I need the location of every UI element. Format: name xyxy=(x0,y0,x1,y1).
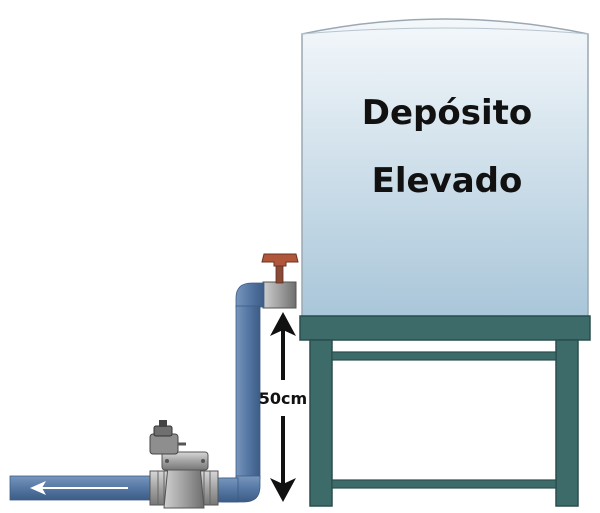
stand-top-beam xyxy=(299,315,591,341)
dimension-label: 50cm xyxy=(259,389,307,408)
height-dimension: 50cm xyxy=(259,312,307,502)
arrow-up-icon xyxy=(270,312,296,336)
outlet-faucet xyxy=(261,253,299,309)
flow-arrow xyxy=(30,481,128,495)
pipe-top-elbow-round xyxy=(235,282,265,309)
pipe-vertical xyxy=(235,305,261,479)
arrow-down-icon xyxy=(270,478,296,502)
stand-cross-bar-lower xyxy=(331,479,557,489)
outlet-pipe xyxy=(9,282,265,503)
solenoid-top-icon xyxy=(159,420,167,427)
tank-lid-line xyxy=(301,27,589,35)
tank-stand xyxy=(299,315,591,507)
valve-bonnet xyxy=(161,451,209,471)
solenoid-valve xyxy=(149,420,219,509)
tank: Depósito Elevado xyxy=(301,18,589,317)
solenoid-cap xyxy=(153,425,173,437)
faucet-body xyxy=(262,281,297,309)
stand-left-leg xyxy=(309,339,333,507)
faucet-handle-icon xyxy=(261,253,299,267)
solenoid-coil xyxy=(149,433,179,455)
tank-label-line2: Elevado xyxy=(372,161,523,201)
stand-right-leg xyxy=(555,339,579,507)
flow-arrow-head-icon xyxy=(30,481,46,495)
stand-cross-bar-upper xyxy=(331,351,557,361)
tank-label-line1: Depósito xyxy=(362,93,532,133)
